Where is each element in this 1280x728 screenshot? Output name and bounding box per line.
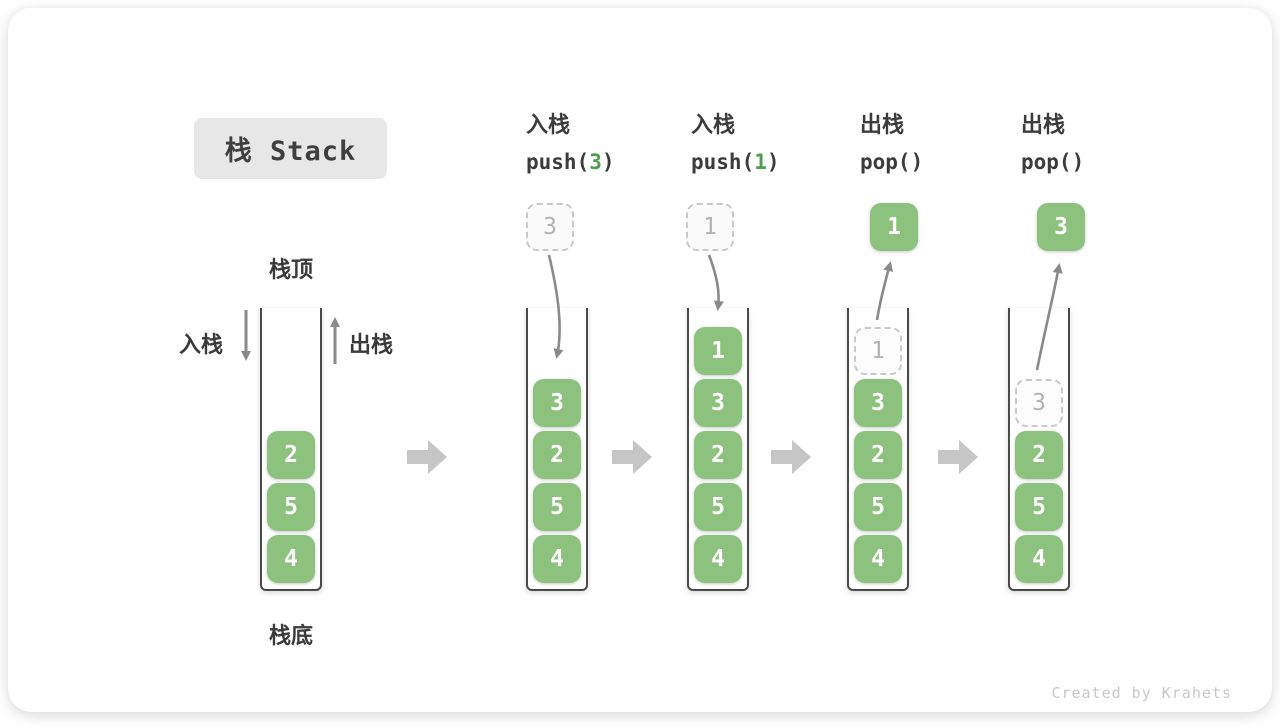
op-code: push(3)	[526, 148, 615, 176]
pop-direction-label: 出栈	[349, 333, 394, 358]
stack-cell: 2	[694, 431, 742, 479]
right-block-arrow-icon	[771, 440, 811, 474]
op-name: 入栈	[526, 113, 571, 138]
diagram-card: 栈 Stack 入栈 push(3) 入栈 push(1) 出栈 pop() 出…	[8, 8, 1272, 712]
push-curve-arrow-icon	[707, 254, 724, 311]
stack-cell: 4	[694, 535, 742, 583]
right-block-arrow-icon	[612, 440, 652, 474]
stack-cell: 4	[267, 535, 315, 583]
op-code: pop()	[1021, 148, 1084, 176]
right-block-arrow-icon	[407, 440, 447, 474]
stack-cell: 1	[694, 327, 742, 375]
op-label-pop-3: 出栈 pop()	[1021, 112, 1084, 176]
stack-state-initial: 2 5 4	[260, 308, 322, 591]
stack-state-push-1: 1 3 2 5 4	[687, 308, 749, 591]
stack-cell: 5	[533, 483, 581, 531]
credit-text: Created by Krahets	[1051, 684, 1232, 702]
op-code-before: pop()	[860, 150, 924, 174]
stack-cell: 4	[1015, 535, 1063, 583]
stack-cell: 4	[854, 535, 902, 583]
op-code-arg: 1	[754, 150, 767, 174]
op-code: pop()	[860, 148, 923, 176]
op-code-after: )	[601, 150, 615, 174]
stack-cell: 4	[533, 535, 581, 583]
arrows-overlay	[241, 254, 1063, 474]
op-name: 入栈	[691, 113, 736, 138]
op-code-after: )	[766, 150, 780, 174]
incoming-value-box: 3	[526, 203, 574, 251]
push-direction-label: 入栈	[179, 333, 224, 358]
stack-cell: 3	[854, 379, 902, 427]
incoming-value-box: 1	[686, 203, 734, 251]
op-code-before: push(	[526, 150, 590, 174]
stack-state-pop-3: 3 2 5 4	[1008, 308, 1070, 591]
diagram-title: 栈 Stack	[194, 118, 387, 179]
stack-cell: 5	[854, 483, 902, 531]
stack-state-push-3: 3 2 5 4	[526, 308, 588, 591]
outgoing-value-box: 3	[1037, 203, 1085, 251]
op-label-push-3: 入栈 push(3)	[526, 112, 615, 176]
right-block-arrow-icon	[938, 440, 978, 474]
op-code-arg: 3	[589, 150, 602, 174]
stack-cell: 5	[267, 483, 315, 531]
op-code: push(1)	[691, 148, 780, 176]
op-name: 出栈	[1021, 113, 1066, 138]
op-code-before: push(	[691, 150, 755, 174]
stack-cell: 5	[694, 483, 742, 531]
stack-bottom-label: 栈底	[268, 624, 313, 649]
stack-cell-ghost: 1	[854, 327, 902, 375]
stack-cell: 3	[694, 379, 742, 427]
stack-cell: 5	[1015, 483, 1063, 531]
stack-cell: 2	[854, 431, 902, 479]
stack-cell: 2	[267, 431, 315, 479]
stack-top-label: 栈顶	[268, 258, 313, 283]
stack-cell: 3	[533, 379, 581, 427]
op-label-pop-1: 出栈 pop()	[860, 112, 923, 176]
op-name: 出栈	[860, 113, 905, 138]
outgoing-value-box: 1	[870, 203, 918, 251]
op-code-before: pop()	[1021, 150, 1085, 174]
stack-cell: 2	[533, 431, 581, 479]
stack-state-pop-1: 1 3 2 5 4	[847, 308, 909, 591]
stack-cell: 2	[1015, 431, 1063, 479]
op-label-push-1: 入栈 push(1)	[691, 112, 780, 176]
stack-cell-ghost: 3	[1015, 379, 1063, 427]
